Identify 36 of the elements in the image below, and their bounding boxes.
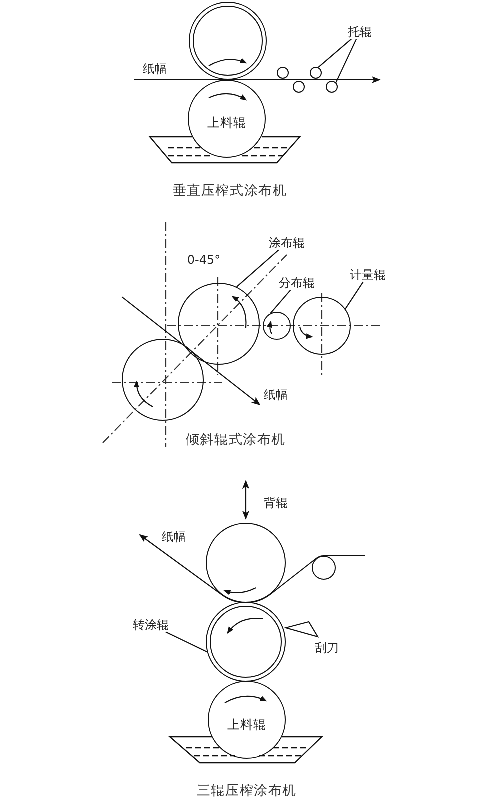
roller xyxy=(263,312,291,340)
roller xyxy=(122,339,204,421)
part-label: 分布辊 xyxy=(279,276,315,290)
roller xyxy=(277,67,289,79)
leader-line xyxy=(270,290,292,314)
leader-line xyxy=(318,38,352,68)
roller xyxy=(293,81,305,93)
roller xyxy=(188,80,266,158)
roller xyxy=(208,681,286,759)
roller xyxy=(189,2,267,80)
roller-label: 上料辊 xyxy=(228,716,266,732)
roller xyxy=(326,81,338,93)
figure-caption: 三辊压榨涂布机 xyxy=(196,782,298,800)
roller-label: 上料辊 xyxy=(208,114,246,130)
web-label: 纸幅 xyxy=(264,388,288,402)
part-label: 转涂辊 xyxy=(133,618,169,632)
part-label: 计量辊 xyxy=(350,268,386,282)
part-label: 涂布辊 xyxy=(269,236,305,250)
roller xyxy=(293,297,351,355)
web-label: 纸幅 xyxy=(143,62,167,76)
figure-caption: 垂直压榨式涂布机 xyxy=(172,182,288,200)
roller xyxy=(206,523,286,603)
leader-line xyxy=(166,632,208,653)
angle-label: 0-45° xyxy=(187,252,221,268)
part-label: 刮刀 xyxy=(315,640,339,656)
leader-line xyxy=(336,38,358,83)
part-label: 背辊 xyxy=(264,496,288,510)
part-label: 托辊 xyxy=(348,24,372,40)
leader-line xyxy=(236,250,280,288)
roller xyxy=(310,67,322,79)
leader-line xyxy=(345,282,364,310)
roller xyxy=(206,602,286,682)
figure-caption: 倾斜辊式涂布机 xyxy=(186,432,286,448)
roller xyxy=(178,283,260,365)
roller xyxy=(312,556,336,580)
web-label: 纸幅 xyxy=(162,530,186,544)
